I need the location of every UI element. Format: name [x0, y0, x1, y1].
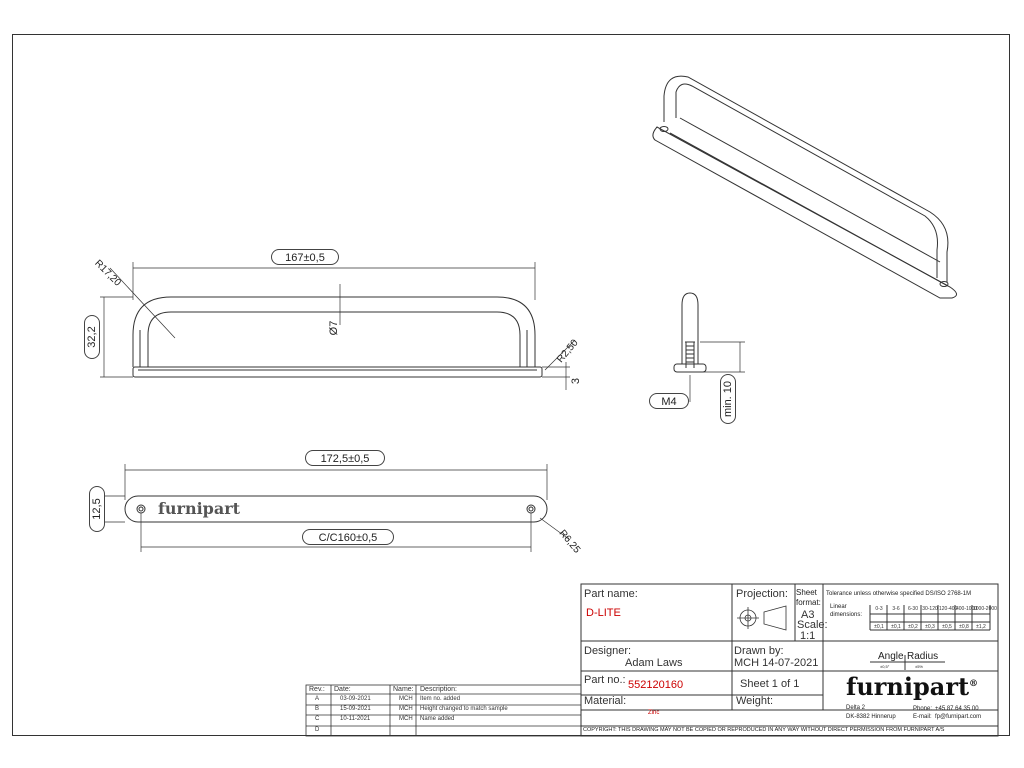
material-value: Zinc: [648, 710, 660, 716]
rev-header-cell: Rev.:: [309, 686, 325, 693]
sheet-format-value: A3: [801, 609, 815, 621]
dim-min-depth: min. 10: [720, 374, 736, 424]
company-logo: furnipart®: [846, 672, 979, 701]
rev-cell: MCH: [399, 716, 413, 722]
address-line1: Delta 2: [846, 705, 866, 711]
dim-thread: M4: [649, 393, 689, 409]
tol-range-cell: 120-400: [939, 606, 958, 612]
weight-label: Weight:: [736, 695, 774, 707]
part-logo: furnipart: [158, 499, 241, 518]
rev-cell: Name added: [420, 716, 455, 722]
tol-range-cell: 0-3: [875, 606, 883, 612]
scale-label: Scale:: [797, 619, 828, 631]
radius-label: Radius: [907, 651, 939, 662]
front-view: [132, 296, 543, 378]
dim-height: 32,2: [84, 315, 100, 359]
tol-value-cell: ±0,5: [942, 624, 952, 630]
rev-cell: MCH: [399, 696, 413, 702]
designer-label: Designer:: [584, 645, 632, 657]
rev-cell: A: [315, 696, 320, 702]
tol-value-cell: ±0,2: [908, 624, 918, 630]
part-no-label: Part no.:: [584, 674, 626, 686]
angle-tol: ±0,5°: [880, 664, 890, 669]
material-label: Material:: [584, 695, 627, 707]
copyright-notice: COPYRIGHT: THIS DRAWING MAY NOT BE COPIE…: [583, 727, 945, 733]
sheet-format-label: Sheet format:: [796, 588, 821, 607]
isometric-view: [652, 75, 957, 299]
tol-value-cell: ±0,1: [891, 624, 901, 630]
phone-label: Phone:: [913, 706, 933, 712]
tol-range-cell: 6-30: [907, 606, 918, 612]
tol-value-cell: ±0,1: [874, 624, 884, 630]
projection-symbol: [737, 605, 787, 631]
dim-centers: C/C160±0,5: [302, 529, 394, 545]
tol-value-cell: ±1,2: [976, 624, 986, 630]
company-logo-text: furnipart: [846, 672, 970, 701]
tol-range-cell: 30-120: [922, 606, 938, 612]
email-value: fp@furnipart.com: [935, 714, 982, 720]
rev-cell: D: [315, 727, 320, 733]
designer-value: Adam Laws: [625, 657, 683, 669]
tol-range-cell: 1000-2000: [973, 606, 997, 612]
sheet-info: Sheet 1 of 1: [740, 678, 800, 690]
handle-inner: [147, 311, 521, 367]
dim-length-top: 167±0,5: [271, 249, 339, 265]
rev-cell: C: [315, 716, 320, 722]
drawn-by-value: MCH 14-07-2021: [734, 657, 819, 669]
address-line2: DK-8382 Hinnerup: [846, 714, 896, 720]
handle-outer: [132, 296, 536, 367]
phone-value: +45 87 64 35 00: [935, 706, 979, 712]
base-plate-top: [124, 495, 548, 523]
radius-tol: ±5%: [915, 664, 923, 669]
dim-diameter: Ø7: [328, 320, 340, 336]
dim-width-base: 12,5: [89, 486, 105, 532]
dim-base-thickness: 3: [570, 377, 582, 385]
title-block-grid: [580, 583, 999, 737]
tol-range-cell: 3-6: [892, 606, 900, 612]
linear-dimensions-label: Linear dimensions:: [830, 604, 863, 618]
drawn-by-label: Drawn by:: [734, 645, 784, 657]
tol-range-cell: 400-1000: [956, 606, 978, 612]
dim-length-base: 172,5±0,5: [305, 450, 385, 466]
tolerance-title: Tolerance unless otherwise specified DS/…: [826, 591, 972, 597]
part-name-label: Part name:: [584, 588, 638, 600]
tol-value-cell: ±0,3: [925, 624, 935, 630]
rev-cell: Height changed to match sample: [420, 706, 508, 712]
part-no-value: 552120160: [628, 679, 684, 691]
projection-label: Projection:: [736, 588, 788, 600]
side-view: [673, 292, 707, 373]
tol-value-cell: ±0,8: [959, 624, 969, 630]
rev-cell: B: [315, 706, 320, 712]
email-label: E-mail:: [913, 714, 932, 720]
angle-label: Angle: [878, 651, 904, 662]
rev-header-cell: Date:: [334, 686, 351, 693]
revision-table-grid: [305, 684, 582, 737]
rev-cell: 03-09-2021: [340, 696, 371, 702]
rev-header-cell: Name:: [393, 686, 414, 693]
drawing-sheet-border: [12, 34, 1010, 736]
base-plate-front: [132, 366, 543, 378]
rev-cell: 10-11-2021: [340, 716, 371, 722]
rev-cell: Item no. added: [420, 696, 461, 702]
rev-header-cell: Description:: [420, 686, 457, 693]
part-name-value: D-LITE: [586, 607, 621, 619]
rev-cell: MCH: [399, 706, 413, 712]
rev-cell: 15-09-2021: [340, 706, 371, 712]
scale-value: 1:1: [800, 630, 816, 642]
